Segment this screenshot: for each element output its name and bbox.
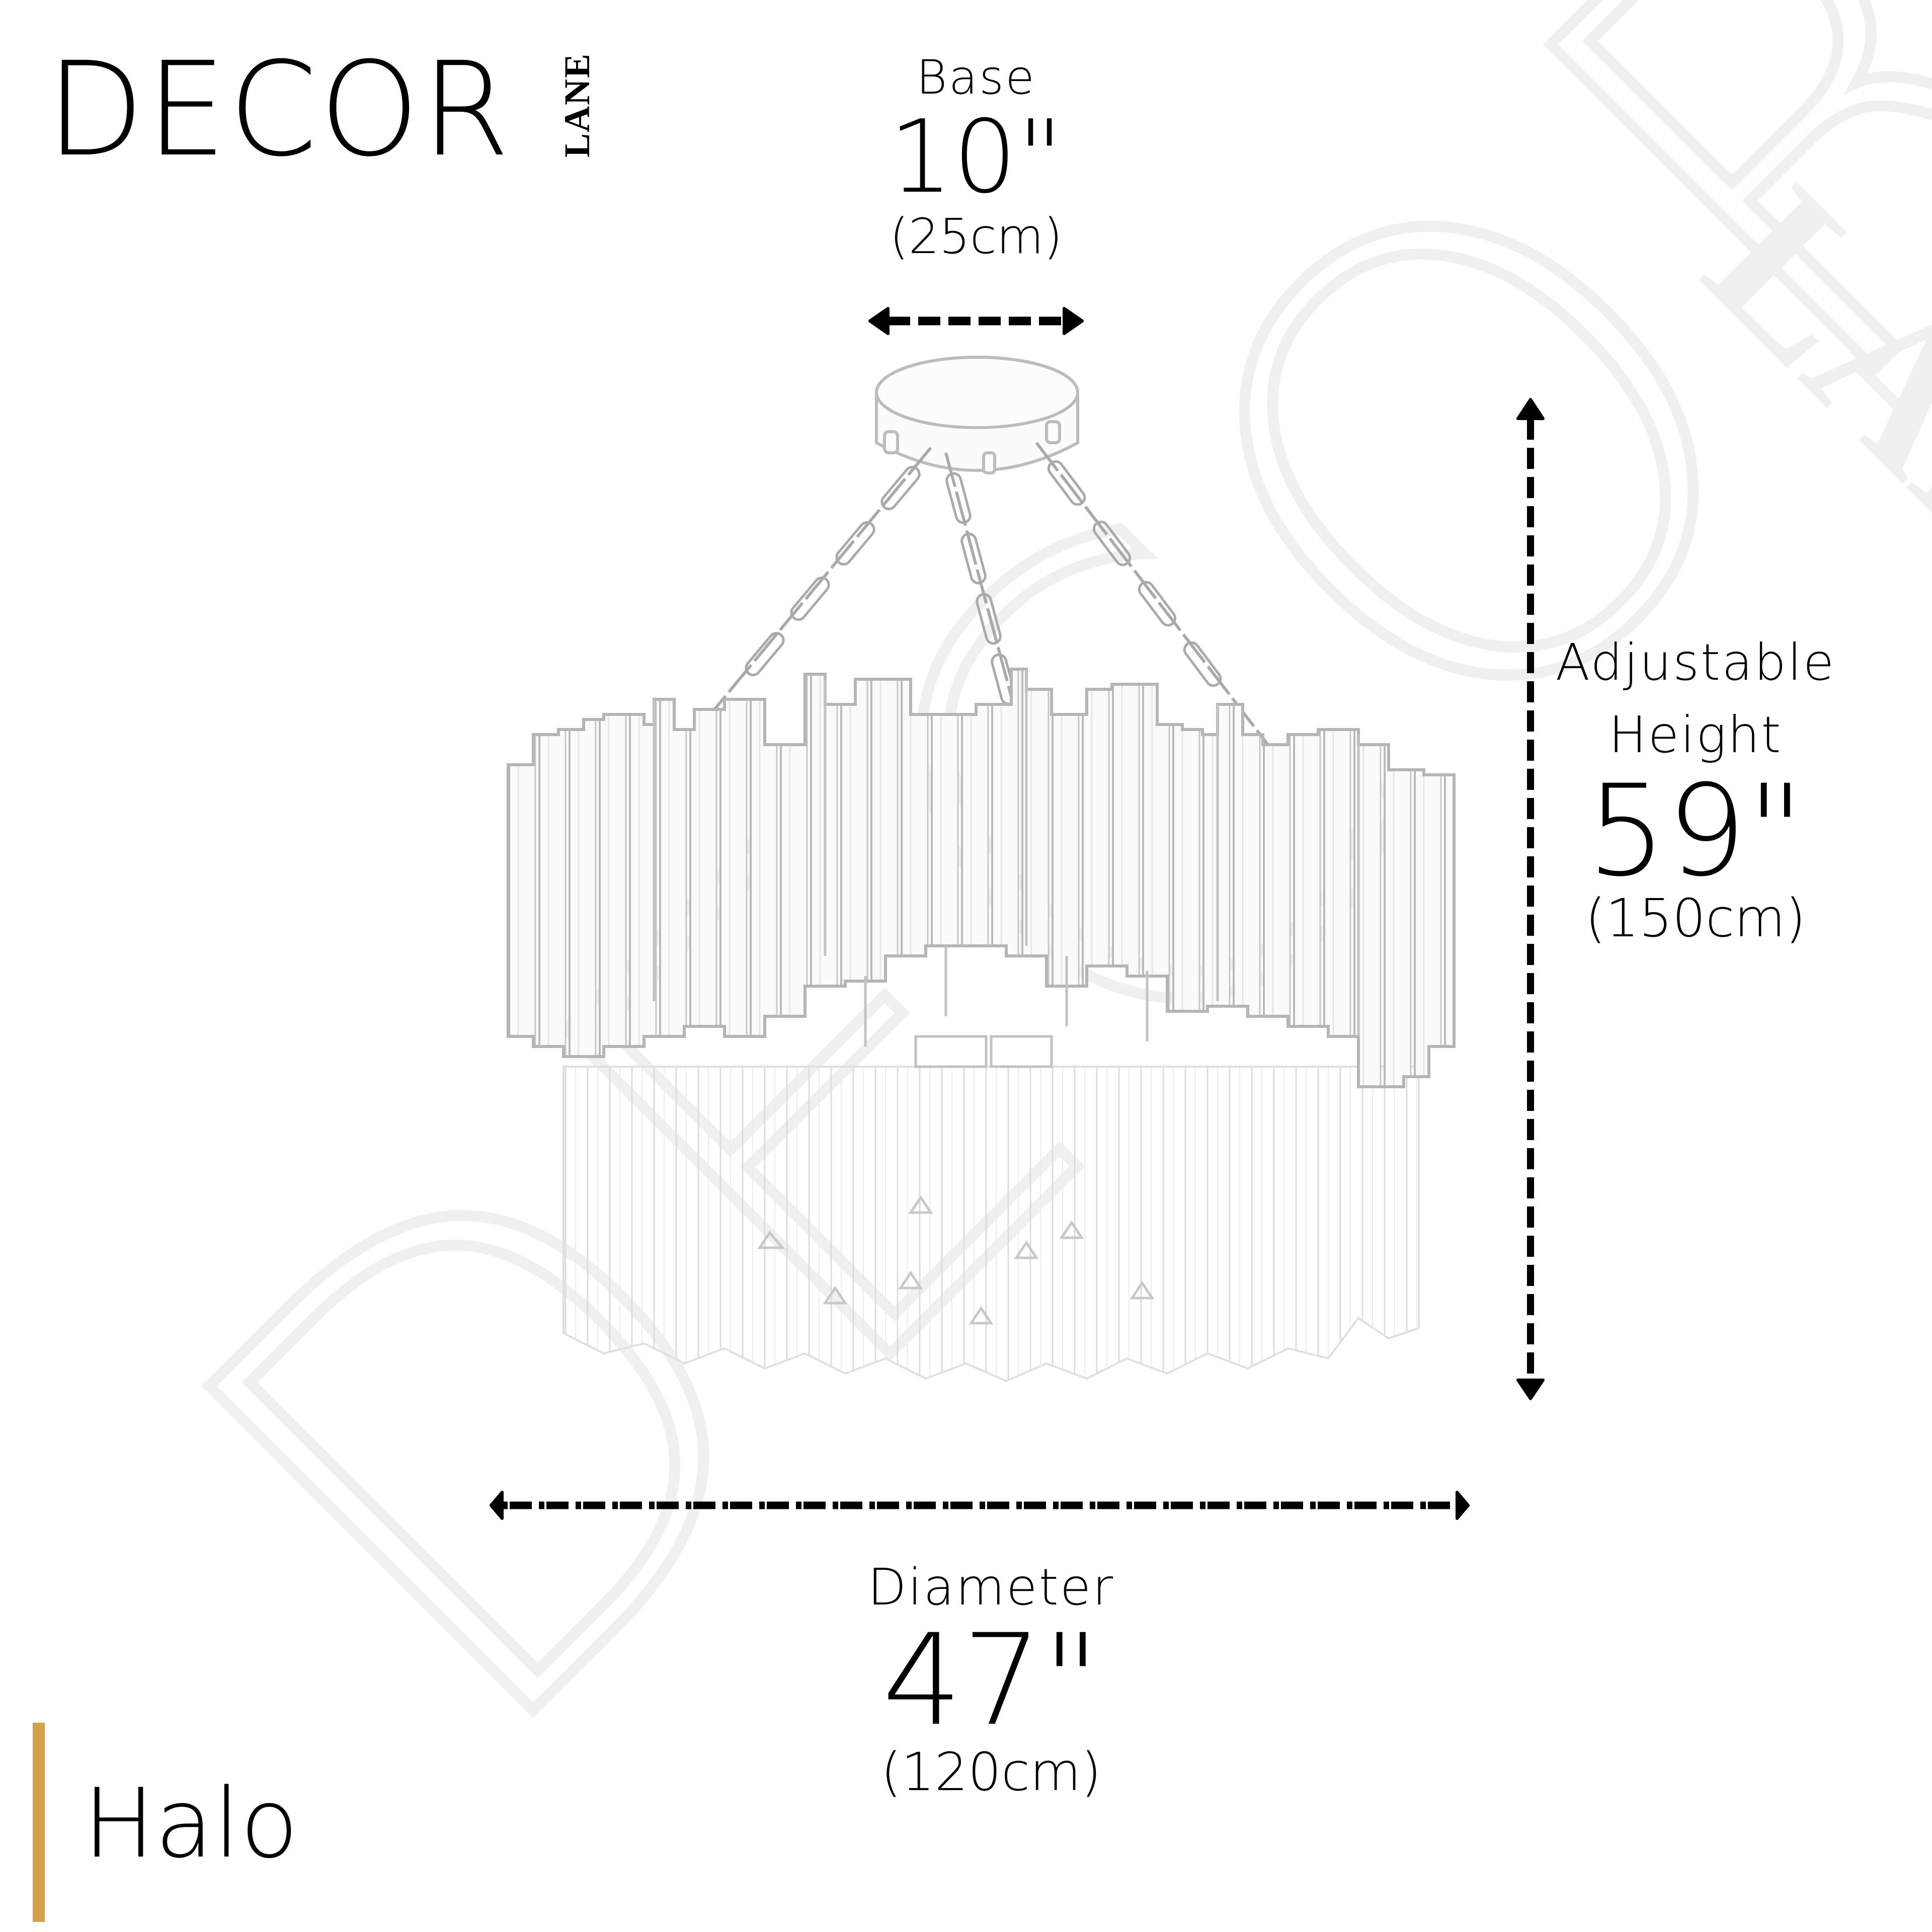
diameter-value: 47" (882, 1607, 1100, 1753)
height-metric: (150cm) (1585, 888, 1806, 949)
base-arrow-icon (868, 307, 1084, 335)
logo-wordmark: DECOR (46, 34, 512, 185)
crystal-drops (562, 1066, 1420, 1383)
base-metric: (25cm) (890, 208, 1063, 265)
height-arrow-icon (1516, 398, 1545, 1400)
brand-logo: DECOR LANE (46, 34, 597, 185)
height-value: 59" (1586, 758, 1805, 904)
base-value: 10" (889, 99, 1064, 216)
diameter-title: Diameter (867, 1558, 1115, 1617)
diameter-arrow-icon (490, 1491, 1470, 1520)
glass-rods (507, 668, 1456, 1088)
product-name: Halo (83, 1768, 299, 1879)
base-dimension: Base 10" (25cm) (815, 50, 1137, 267)
height-dimension: Adjustable Height 59" (150cm) (1540, 626, 1852, 948)
diameter-dimension: Diameter 47" (120cm) (825, 1555, 1157, 1807)
height-title-line1: Adjustable (1555, 633, 1836, 692)
canopy (875, 356, 1079, 474)
accent-bar (33, 1723, 45, 1922)
chains (713, 442, 1269, 746)
diameter-metric: (120cm) (880, 1741, 1102, 1803)
base-title: Base (916, 50, 1036, 105)
height-title-line2: Height (1608, 705, 1783, 764)
